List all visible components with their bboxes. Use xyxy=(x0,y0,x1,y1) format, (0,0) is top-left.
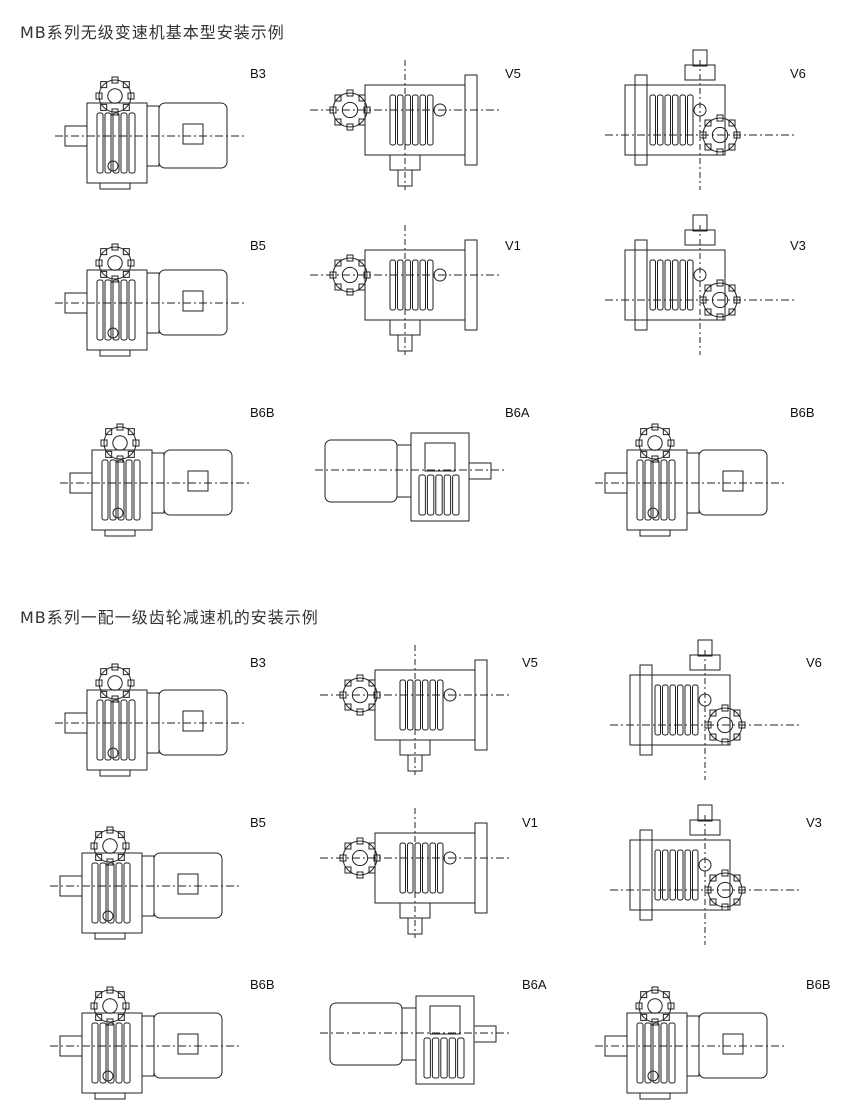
gear-motor-drawing xyxy=(55,58,245,193)
gear-motor-drawing xyxy=(320,645,510,780)
drawing-b6a xyxy=(315,405,505,540)
drawing-v6 xyxy=(610,650,800,785)
mount-label: B5 xyxy=(250,238,266,253)
mount-label: B6A xyxy=(522,977,547,992)
gear-motor-drawing xyxy=(60,405,250,540)
gear-motor-drawing xyxy=(320,968,510,1103)
drawing-v5 xyxy=(320,645,510,780)
section1-title: MB系列无级变速机基本型安装示例 xyxy=(20,23,285,42)
drawing-b6b xyxy=(50,968,240,1103)
gear-motor-drawing xyxy=(605,60,795,195)
gear-motor-drawing xyxy=(605,225,795,360)
mount-label: B5 xyxy=(250,815,266,830)
mount-label: V3 xyxy=(806,815,822,830)
gear-motor-drawing xyxy=(50,808,240,943)
drawing-v1 xyxy=(310,225,500,360)
gear-motor-drawing xyxy=(50,968,240,1103)
gear-motor-drawing xyxy=(310,225,500,360)
mount-label: B6B xyxy=(250,405,275,420)
mount-label: V1 xyxy=(505,238,521,253)
mount-label: V3 xyxy=(790,238,806,253)
drawing-b6b xyxy=(60,405,250,540)
mount-label: V1 xyxy=(522,815,538,830)
drawing-b5 xyxy=(55,225,245,360)
mount-label: V6 xyxy=(790,66,806,81)
drawing-b5 xyxy=(50,808,240,943)
drawing-v3 xyxy=(605,225,795,360)
drawing-v1 xyxy=(320,808,510,943)
drawing-b6b xyxy=(595,405,785,540)
mount-label: B3 xyxy=(250,655,266,670)
mount-label: B6B xyxy=(790,405,815,420)
gear-motor-drawing xyxy=(610,650,800,785)
drawing-v5 xyxy=(310,60,500,195)
gear-motor-drawing xyxy=(55,225,245,360)
mount-label: V5 xyxy=(505,66,521,81)
gear-motor-drawing xyxy=(315,405,505,540)
gear-motor-drawing xyxy=(320,808,510,943)
gear-motor-drawing xyxy=(595,968,785,1103)
mount-label: B6B xyxy=(806,977,831,992)
gear-motor-drawing xyxy=(595,405,785,540)
drawing-v3 xyxy=(610,815,800,950)
mount-label: V5 xyxy=(522,655,538,670)
mount-label: B6B xyxy=(250,977,275,992)
drawing-b6a xyxy=(320,968,510,1103)
gear-motor-drawing xyxy=(55,645,245,780)
mount-label: V6 xyxy=(806,655,822,670)
gear-motor-drawing xyxy=(310,60,500,195)
section2-title: MB系列一配一级齿轮减速机的安装示例 xyxy=(20,608,319,627)
drawing-b3 xyxy=(55,58,245,193)
drawing-b3 xyxy=(55,645,245,780)
mount-label: B6A xyxy=(505,405,530,420)
gear-motor-drawing xyxy=(610,815,800,950)
mount-label: B3 xyxy=(250,66,266,81)
drawing-v6 xyxy=(605,60,795,195)
drawing-b6b xyxy=(595,968,785,1103)
